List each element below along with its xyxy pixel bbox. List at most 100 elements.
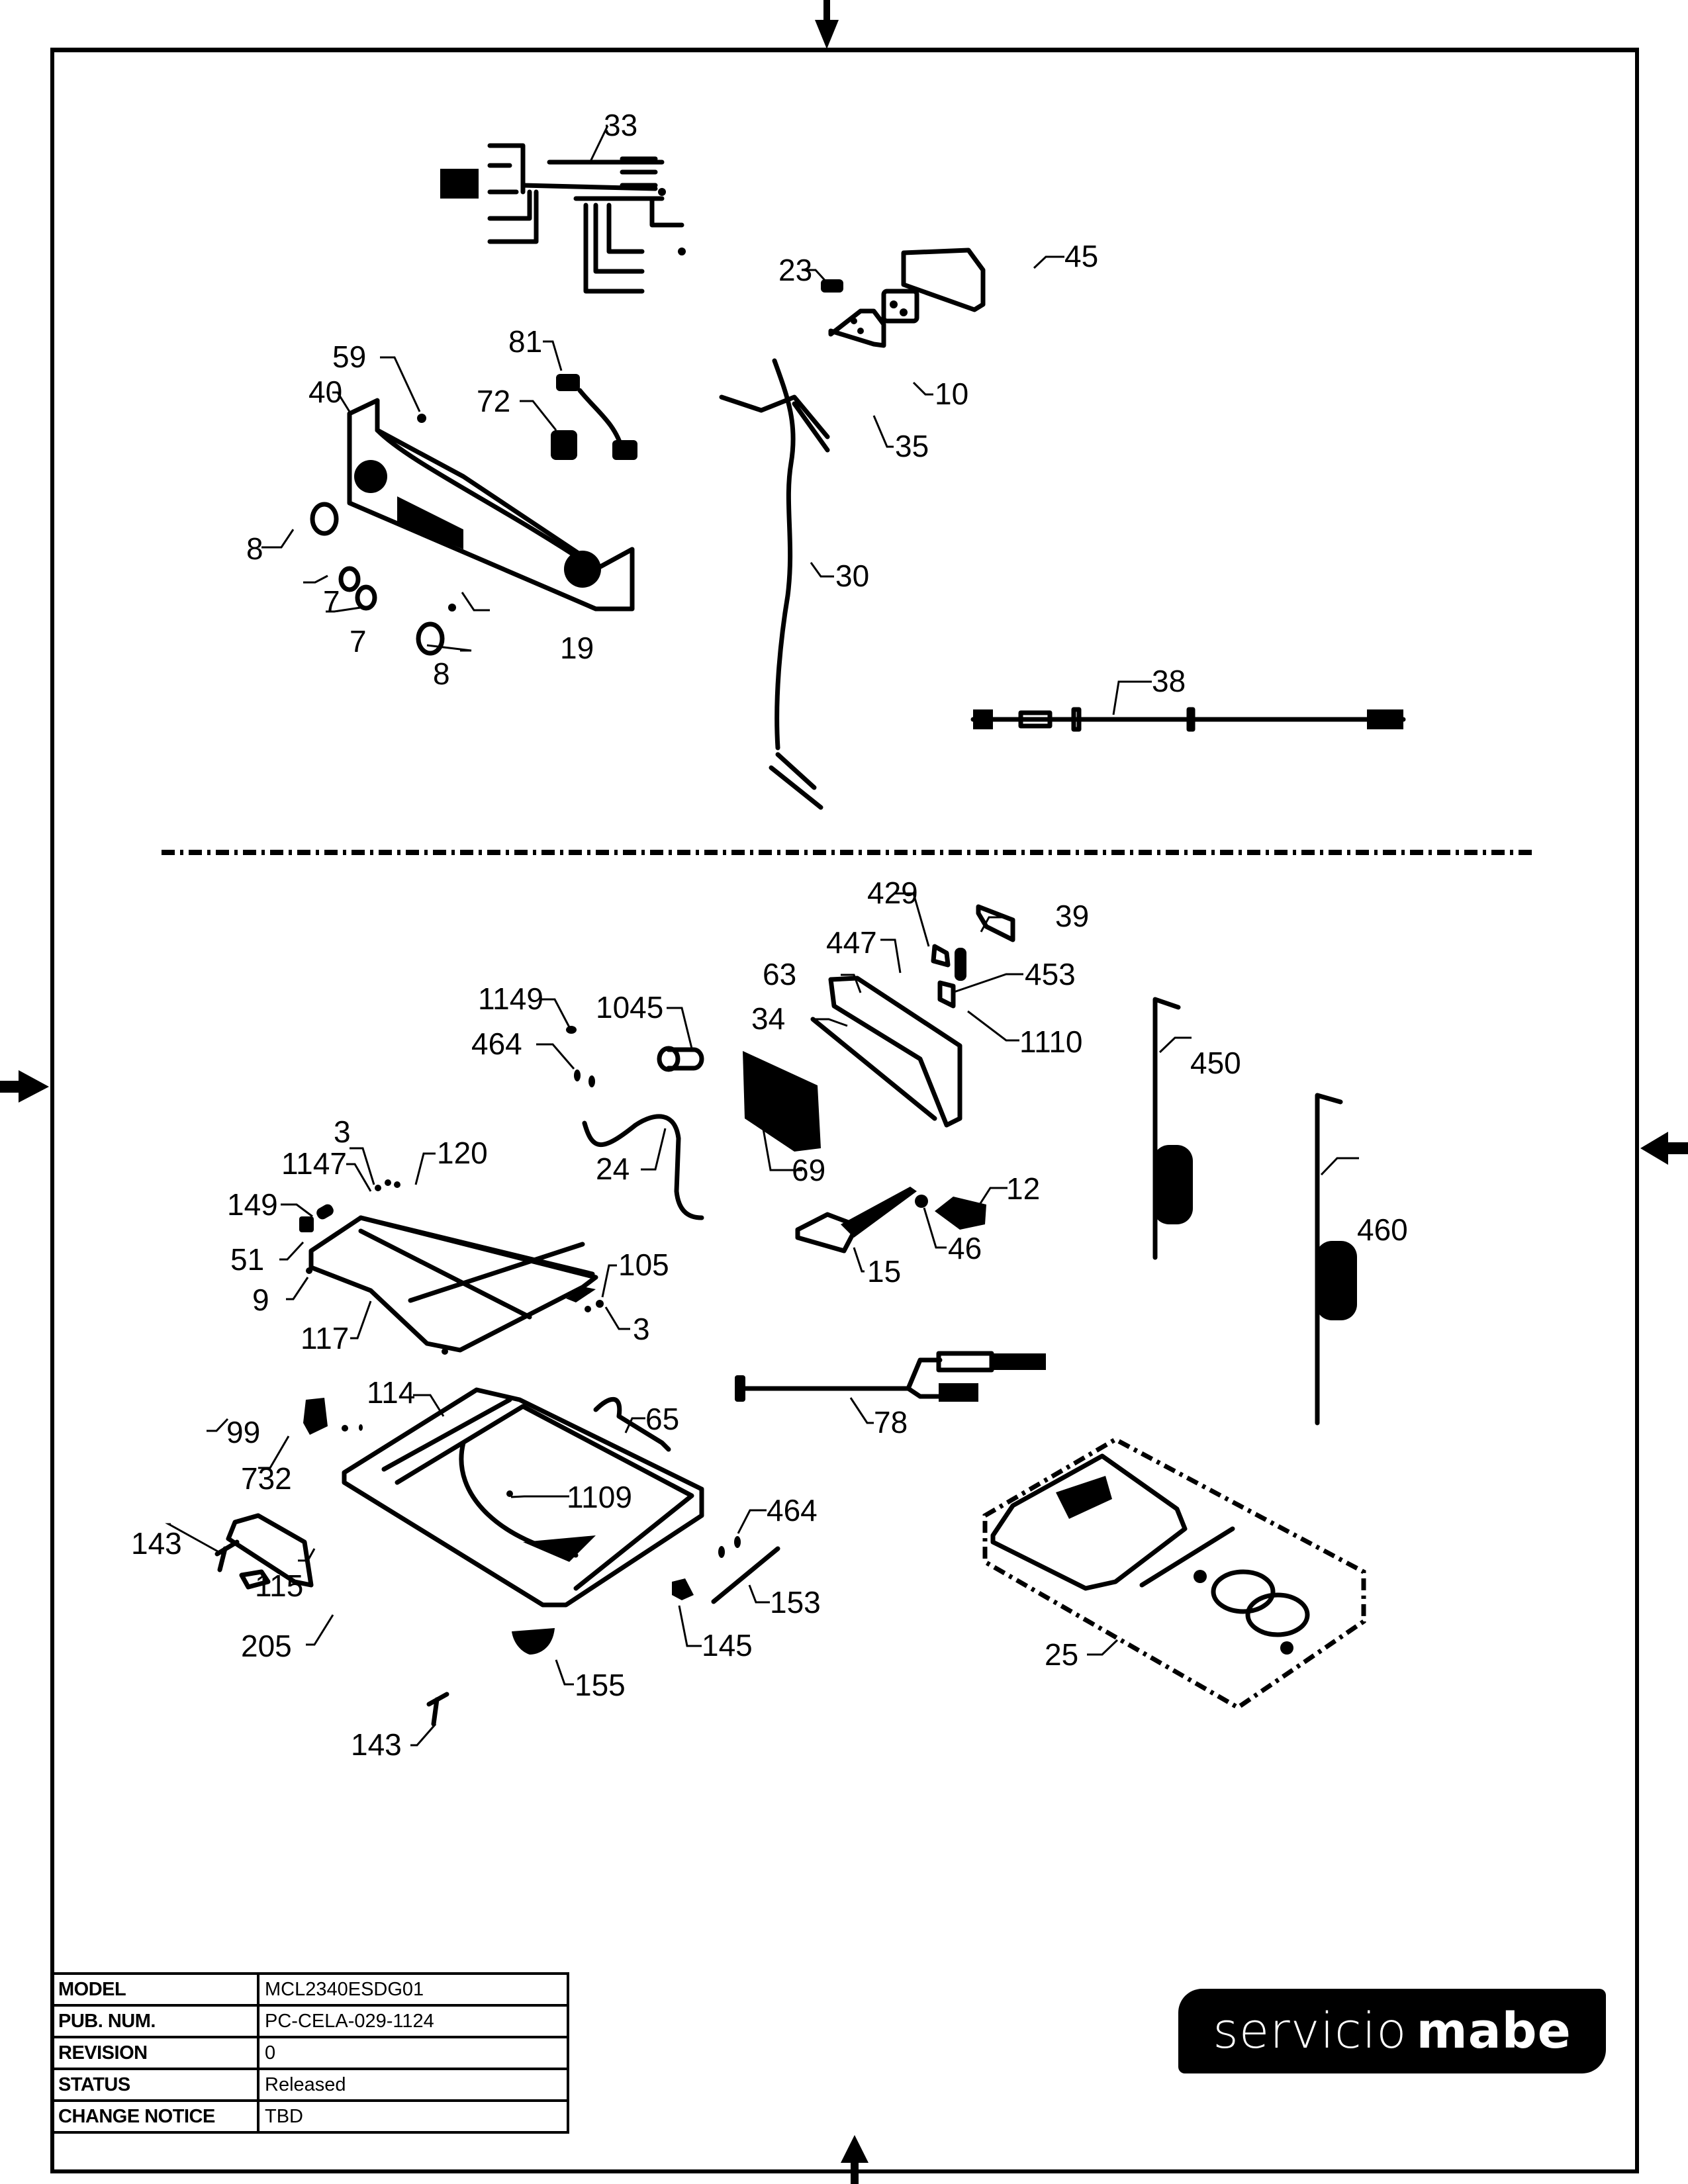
arrow-right-icon [0,1070,49,1103]
part-40-console [332,391,635,612]
callout-145: 145 [702,1628,753,1662]
callout-19: 19 [560,631,594,665]
callout-15: 15 [867,1254,901,1289]
callout-10: 10 [935,377,968,411]
callout-450: 450 [1190,1046,1241,1080]
part-450-460 [1152,997,1359,1426]
callout-7-b: 7 [350,624,367,659]
part-69 [743,1051,821,1171]
title-row-revision: REVISION 0 [50,2036,569,2070]
part-117-lid [279,1147,630,1355]
callout-3-b: 3 [633,1312,650,1346]
callout-63: 63 [763,957,796,991]
callout-117: 117 [301,1321,349,1355]
callout-30: 30 [835,559,869,593]
callout-9: 9 [252,1283,269,1317]
callout-115: 115 [255,1569,303,1603]
callout-105: 105 [618,1248,669,1282]
callout-40: 40 [308,375,342,409]
title-key: PUB. NUM. [50,2004,259,2038]
logo-text-servicio: servicio [1213,2003,1407,2060]
title-value: MCL2340ESDG01 [257,1972,569,2007]
part-35-board [828,308,894,448]
callout-38: 38 [1152,664,1186,698]
title-value: 0 [257,2036,569,2070]
title-row-model: MODEL MCL2340ESDG01 [50,1972,569,2007]
part-control-housing [810,892,1023,1128]
title-value: PC-CELA-029-1124 [257,2004,569,2038]
part-10 [881,289,933,396]
logo-text-mabe: mabe [1416,2003,1571,2060]
callout-35: 35 [895,429,929,463]
callout-447: 447 [826,925,877,960]
part-25-kit [982,1436,1366,1711]
callout-120: 120 [437,1136,488,1170]
callout-1147: 1147 [281,1146,347,1181]
callout-155: 155 [575,1668,626,1702]
part-114-cabinet-top [207,1387,704,1608]
part-59 [417,414,426,423]
callout-78: 78 [874,1405,908,1439]
callout-45: 45 [1064,239,1098,273]
callout-1149: 1149 [478,981,543,1016]
title-row-change-notice: CHANGE NOTICE TBD [50,2099,569,2134]
part-464-153-145 [672,1509,780,1647]
callout-3-a: 3 [334,1115,351,1149]
arrow-down-icon [815,0,839,49]
callout-81: 81 [508,324,542,359]
callout-149: 149 [227,1187,278,1222]
callout-429: 429 [867,876,918,910]
callout-72: 72 [477,384,510,418]
callout-7-a: 7 [323,584,340,619]
part-81-72 [520,340,637,460]
callout-39: 39 [1055,899,1089,933]
title-key: CHANGE NOTICE [50,2099,259,2134]
callout-23: 23 [778,253,812,287]
callout-114: 114 [367,1375,415,1410]
part-30-harness [719,358,834,810]
callout-99: 99 [226,1415,260,1449]
callout-732: 732 [241,1461,292,1496]
callout-1110: 1110 [1019,1024,1083,1059]
callout-453: 453 [1025,957,1076,991]
callout-33: 33 [604,108,637,142]
callout-205: 205 [241,1629,292,1663]
callout-69: 69 [792,1153,825,1187]
callout-8-a: 8 [246,531,263,566]
title-row-pub-num: PUB. NUM. PC-CELA-029-1124 [50,2004,569,2038]
title-key: STATUS [50,2068,259,2102]
part-1149-464-1045-24 [536,998,704,1220]
callout-464-a: 464 [471,1026,522,1061]
title-row-status: STATUS Released [50,2068,569,2102]
callout-12: 12 [1006,1171,1040,1206]
callout-65: 65 [645,1402,679,1436]
title-block: MODEL MCL2340ESDG01 PUB. NUM. PC-CELA-02… [50,1972,569,2134]
servicio-mabe-logo: servicio mabe [1178,1989,1606,2073]
callout-59: 59 [332,340,366,374]
callout-8-b: 8 [433,657,450,691]
callout-1045: 1045 [596,990,663,1024]
callout-460: 460 [1357,1212,1408,1247]
title-key: REVISION [50,2036,259,2070]
callout-25: 25 [1045,1637,1078,1672]
title-value: Released [257,2068,569,2102]
title-value: TBD [257,2099,569,2134]
callout-153: 153 [770,1585,821,1619]
drawing-border [50,48,1639,2173]
part-15-46-12 [795,1187,1008,1273]
callout-143-b: 143 [351,1727,402,1762]
callout-1109: 1109 [567,1480,632,1514]
part-143-115-205-155 [165,1513,574,1747]
part-45-panel [901,248,1064,312]
part-knobs [261,502,490,656]
part-78-harness [735,1351,1046,1424]
arrow-up-icon [841,2135,868,2184]
callout-464-b: 464 [767,1493,818,1527]
part-38-harness [970,680,1406,732]
title-key: MODEL [50,1972,259,2007]
part-33-harness [440,124,686,294]
part-23 [805,269,843,293]
callout-46: 46 [948,1231,982,1265]
callout-34: 34 [751,1001,785,1036]
